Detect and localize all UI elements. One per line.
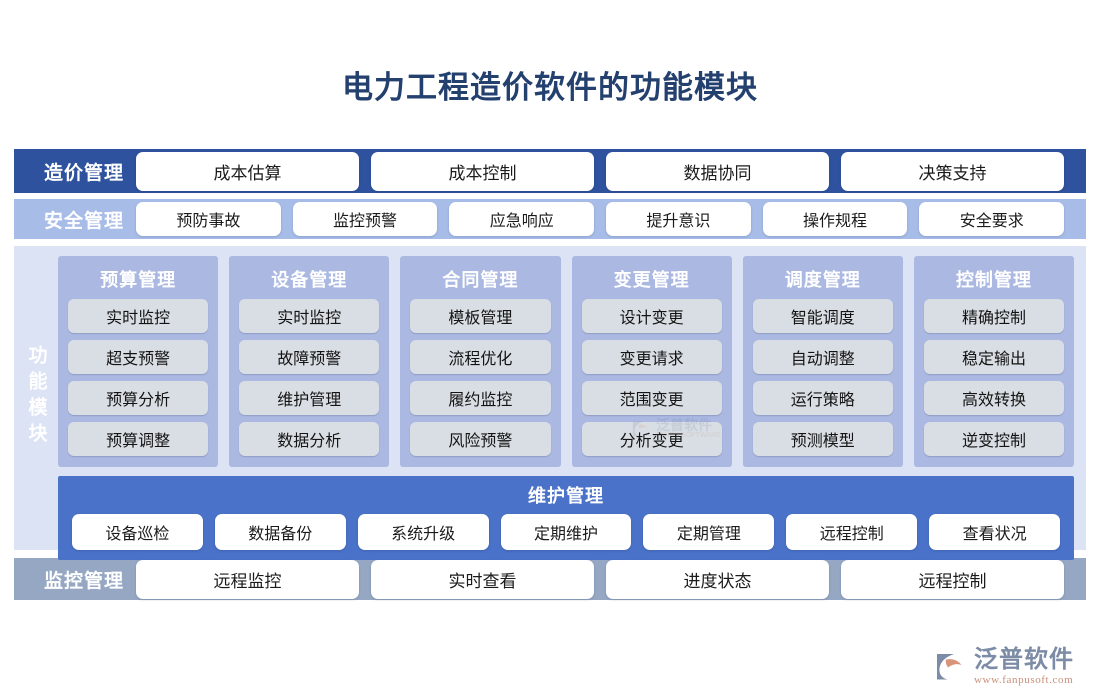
band-label-cost-management: 造价管理 [44,162,125,184]
column-item[interactable]: 风险预警 [410,422,551,456]
column-item[interactable]: 预测模型 [752,422,893,456]
band-safety-management: 安全管理 预防事故 监控预警 应急响应 提升意识 操作规程 安全要求 [14,199,1086,239]
pill-monitor-3[interactable]: 远程控制 [841,559,1065,599]
pill-cost-0[interactable]: 成本估算 [136,151,360,191]
column-item[interactable]: 流程优化 [410,340,551,374]
column-item[interactable]: 高效转换 [923,381,1065,415]
footer-logo-name: 泛普软件 [974,646,1074,673]
module-column-equipment: 设备管理 实时监控 故障预警 维护管理 数据分析 [229,256,390,467]
pill-monitor-1[interactable]: 实时查看 [371,559,595,599]
pill-safety-1[interactable]: 监控预警 [292,202,438,236]
pill-monitor-2[interactable]: 进度状态 [606,559,830,599]
panel-function-modules: 功能模块 预算管理 实时监控 超支预警 预算分析 预算调整 设备管理 实时监控 … [14,246,1086,560]
pill-cost-2[interactable]: 数据协同 [606,151,830,191]
column-item[interactable]: 自动调整 [752,340,893,374]
column-item[interactable]: 故障预警 [239,340,380,374]
column-item[interactable]: 预算分析 [68,381,209,415]
column-item[interactable]: 精确控制 [923,299,1065,333]
column-item[interactable]: 模板管理 [410,299,551,333]
band-cost-management: 造价管理 成本估算 成本控制 数据协同 决策支持 [14,149,1086,193]
pill-maintenance-4[interactable]: 定期管理 [643,514,775,550]
band-items-cost-management: 成本估算 成本控制 数据协同 决策支持 [136,151,1065,191]
module-column-contract: 合同管理 模板管理 流程优化 履约监控 风险预警 [400,256,561,467]
column-item[interactable]: 智能调度 [752,299,893,333]
column-item[interactable]: 逆变控制 [923,422,1065,456]
fanpu-logo-mark-icon [937,654,962,680]
pill-maintenance-1[interactable]: 数据备份 [214,514,346,550]
band-items-safety-management: 预防事故 监控预警 应急响应 提升意识 操作规程 安全要求 [136,202,1065,236]
module-column-dispatch: 调度管理 智能调度 自动调整 运行策略 预测模型 [742,256,903,467]
band-label-safety-management: 安全管理 [44,210,125,232]
column-item[interactable]: 实时监控 [239,299,380,333]
column-item[interactable]: 运行策略 [752,381,893,415]
pill-cost-3[interactable]: 决策支持 [841,151,1065,191]
pill-safety-0[interactable]: 预防事故 [136,202,281,236]
column-item[interactable]: 超支预警 [68,340,209,374]
pill-maintenance-0[interactable]: 设备巡检 [72,514,203,550]
column-title-budget: 预算管理 [100,270,177,290]
column-item[interactable]: 维护管理 [239,381,380,415]
column-item[interactable]: 履约监控 [410,381,551,415]
panel-content: 预算管理 实时监控 超支预警 预算分析 预算调整 设备管理 实时监控 故障预警 … [58,256,1075,560]
page-title: 电力工程造价软件的功能模块 [342,70,758,105]
pill-safety-2[interactable]: 应急响应 [449,202,595,236]
panel-vertical-label: 功能模块 [25,345,47,449]
module-column-control: 控制管理 精确控制 稳定输出 高效转换 逆变控制 [913,256,1075,467]
column-item[interactable]: 实时监控 [68,299,209,333]
strip-items-maintenance: 设备巡检 数据备份 系统升级 定期维护 定期管理 远程控制 查看状况 [72,514,1061,550]
pill-safety-5[interactable]: 安全要求 [919,202,1065,236]
band-monitoring-management: 监控管理 远程监控 实时查看 进度状态 远程控制 [14,558,1086,600]
band-label-monitoring-management: 监控管理 [44,570,125,592]
column-item[interactable]: 变更请求 [581,340,722,374]
footer-logo-url: www.fanpusoft.com [974,674,1074,686]
column-item[interactable]: 范围变更 [581,381,722,415]
pill-safety-4[interactable]: 操作规程 [762,202,908,236]
strip-title-maintenance: 维护管理 [528,486,604,506]
column-title-equipment: 设备管理 [271,270,348,290]
column-title-change: 变更管理 [613,270,690,290]
column-title-contract: 合同管理 [442,270,519,290]
module-columns: 预算管理 实时监控 超支预警 预算分析 预算调整 设备管理 实时监控 故障预警 … [58,256,1075,467]
column-item[interactable]: 稳定输出 [923,340,1065,374]
pill-safety-3[interactable]: 提升意识 [606,202,751,236]
footer-logo-text: 泛普软件 www.fanpusoft.com [974,648,1074,686]
column-item[interactable]: 设计变更 [581,299,722,333]
pill-maintenance-3[interactable]: 定期维护 [500,514,632,550]
column-title-dispatch: 调度管理 [784,270,861,290]
module-column-change: 变更管理 设计变更 变更请求 范围变更 分析变更 [571,256,732,467]
strip-maintenance-management: 维护管理 设备巡检 数据备份 系统升级 定期维护 定期管理 远程控制 查看状况 [58,476,1074,560]
pill-maintenance-6[interactable]: 查看状况 [929,514,1061,550]
pill-maintenance-2[interactable]: 系统升级 [357,514,489,550]
pill-maintenance-5[interactable]: 远程控制 [786,514,918,550]
column-item[interactable]: 分析变更 [581,422,722,456]
column-item[interactable]: 数据分析 [239,422,380,456]
pill-cost-1[interactable]: 成本控制 [371,151,595,191]
pill-monitor-0[interactable]: 远程监控 [136,559,360,599]
column-item[interactable]: 预算调整 [68,422,209,456]
column-title-control: 控制管理 [955,270,1032,290]
module-column-budget: 预算管理 实时监控 超支预警 预算分析 预算调整 [58,256,219,467]
band-items-monitoring-management: 远程监控 实时查看 进度状态 远程控制 [136,559,1065,599]
footer-logo[interactable]: 泛普软件 www.fanpusoft.com [933,648,1074,686]
